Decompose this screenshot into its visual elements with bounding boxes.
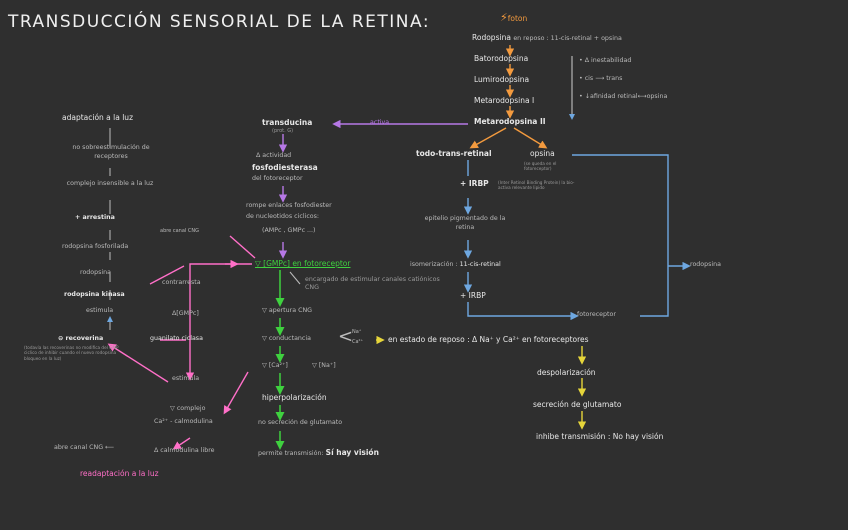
activa-label: activa [370,119,390,126]
del-fotoreceptor: del fotoreceptor [252,175,303,182]
rodopsina-kinasa: rodopsina kinasa [64,291,125,298]
yellow-arrows [376,335,587,430]
secrecion-glutamato: secreción de glutamato [533,400,622,409]
complejo-ca: ▽ complejo [170,405,206,412]
cgmp-fotoreceptor: ▽ [GMPc] en fotoreceptor [255,259,351,268]
opsina: opsina [530,149,555,158]
purple-arrows [278,119,468,259]
ca-ion: Ca²⁺ [352,339,364,345]
despolarizacion: despolarización [537,368,596,377]
note-cis-trans: • cis ⟶ trans [579,75,623,82]
na-interno: ▽ [Na⁺] [312,362,336,369]
pink-arrows [107,235,256,450]
rodopsina-final: rodopsina [690,261,722,268]
rompe-enlaces: rompe enlaces fosfodiester [246,202,332,209]
prot-g: (prot. G) [272,128,294,134]
lumirodopsina: Lumirodopsina [474,75,530,84]
orange-arrows [469,45,548,149]
batorodopsina: Batorodopsina [474,54,529,63]
recoverina: ⊖ recoverina [58,335,104,342]
conductancia: ▽ conductancia [262,335,311,342]
contrarresta: contrarresta [162,279,201,286]
brace-left: < [338,326,354,347]
recoverina-note: (todavía las recoverinas no modifica del… [24,345,119,361]
cgmp-aumento: Δ[GMPc] [172,310,199,317]
abre-canal-cng-2: abre canal CNG ⟵ [54,444,115,451]
arrestina: + arrestina [75,214,115,221]
note-inestabilidad: • Δ inestabilidad [579,57,632,64]
todo-trans-retinal: todo-trans-retinal [416,149,492,158]
permite-transmision: permite transmisión: Sí hay visión [258,448,379,457]
irbp-note: (Inter Retinol Binding Protein) la bio-a… [498,180,575,191]
grey-arrows [107,128,301,330]
page-title: TRANSDUCCIÓN SENSORIAL DE LA RETINA: [8,12,431,32]
guanilato-ciclasa: guanilato ciclasa [150,335,203,342]
adaptacion-luz: adaptación a la luz [62,113,134,122]
apertura-cng: ▽ apertura CNG [262,307,313,314]
ca-calmodulina: Ca²⁺ - calmodulina [154,418,213,425]
no-sobreestimulacion: no sobreestimulación de receptores [72,144,150,160]
irbp-2: + IRBP [460,291,486,300]
fosfodiesterasa: fosfodiesterasa [252,163,318,172]
estimula-2: estimula [172,375,200,382]
metarodopsina-2: Metarodopsina II [474,117,546,126]
blue-arrows [463,154,691,321]
opsina-note: (se queda en el fotoreceptor) [524,161,557,172]
lightning-icon: ⚡ [500,11,508,24]
actividad: Δ actividad [256,152,292,159]
estado-reposo: en estado de reposo : Δ Na⁺ y Ca²⁺ en fo… [388,335,589,344]
transducina: transducina [262,118,313,127]
isomerizacion: isomerización : 11-cis-retinal [410,261,501,268]
calmodulina-libre: Δ calmodulina libre [154,447,215,454]
complejo-insensible: complejo insensible a la luz [66,180,154,187]
foton-label: ⚡foton [500,11,528,24]
abre-canal-cng: abre canal CNG [160,228,199,234]
fotoreceptor-label: fotoreceptor [577,311,616,318]
metarodopsina-1: Metarodopsina I [474,96,535,105]
irbp-1: + IRBP [460,179,489,188]
amp-gmp: (AMPc , GMPc ...) [262,227,316,234]
rodopsina-left: rodopsina [80,269,112,276]
note-afinidad: • ↓afinidad retinal⟷opsina [579,93,668,100]
na-ion: Na⁺ [352,329,362,335]
ca-interno: ▽ [Ca²⁺] [262,362,288,369]
nucleotidos: de nucleotidos ciclicos: [246,213,320,220]
rodopsina-reposo: Rodopsina en reposo : 11-cis-retinal + o… [472,33,622,42]
hiperpolarizacion: hiperpolarización [262,393,327,402]
estimula-1: estimula [86,307,114,314]
readaptacion-luz: readaptación a la luz [80,469,159,478]
epitelio-pigmentado: epitelio pigmentado de la retina [424,215,506,232]
inhibe-transmision: inhibe transmisión : No hay visión [536,432,664,441]
no-secrecion: no secreción de glutamato [258,419,343,426]
rodopsina-fosforilada: rodopsina fosforilada [62,243,129,250]
cng-note: encargado de estimular canales catiónico… [305,276,440,292]
